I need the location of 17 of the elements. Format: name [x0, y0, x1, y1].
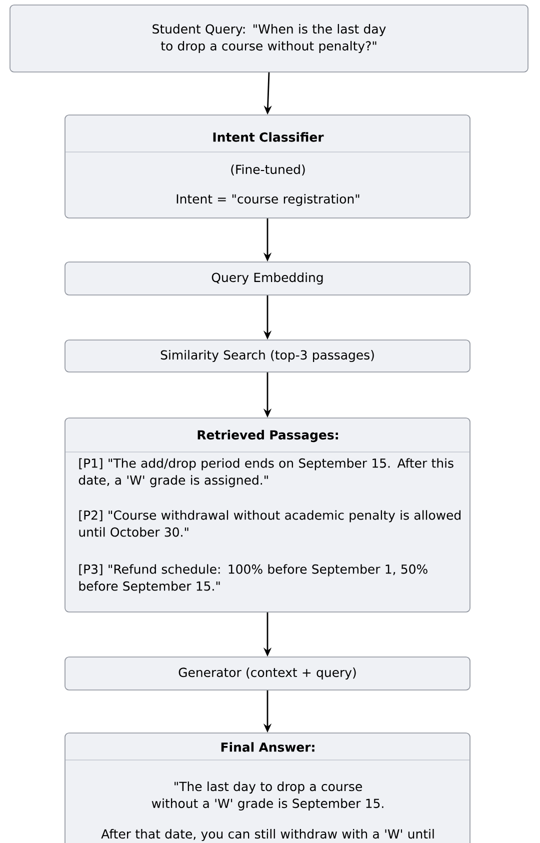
box-text: "The last day to drop a course without a 'W' grade is September 15.	[152, 782, 384, 810]
box-text: (Fine-tuned)	[231, 164, 305, 176]
process-box: Student Query: "When is the last day to drop a course without penalty?"	[10, 4, 528, 72]
panel	[64, 114, 470, 218]
passage-text: [P2] "Course withdrawal without academic penalty is allowed until October 30."	[79, 510, 460, 537]
panel	[64, 732, 470, 843]
panel	[64, 418, 470, 612]
box-heading: Intent Classifier	[213, 132, 324, 142]
process-box: Query Embedding	[64, 262, 470, 296]
process-box: Similarity Search (top-3 passages)	[64, 340, 470, 372]
box-text: After that date, you can still withdraw with a 'W' until	[101, 828, 434, 842]
box-text: Intent = "course registration"	[176, 194, 360, 206]
box-heading: Retrieved Passages:	[198, 430, 338, 442]
passage-text: [P3] "Refund schedule: 100% before September 1, 50% before September 15."	[79, 564, 428, 594]
passage-text: [P1] "The add/drop period ends on September 15. After this date, a 'W' grade is assigned."	[78, 458, 454, 488]
process-box: Generator (context + query)	[64, 656, 470, 690]
box-heading: Final Answer:	[221, 742, 314, 752]
